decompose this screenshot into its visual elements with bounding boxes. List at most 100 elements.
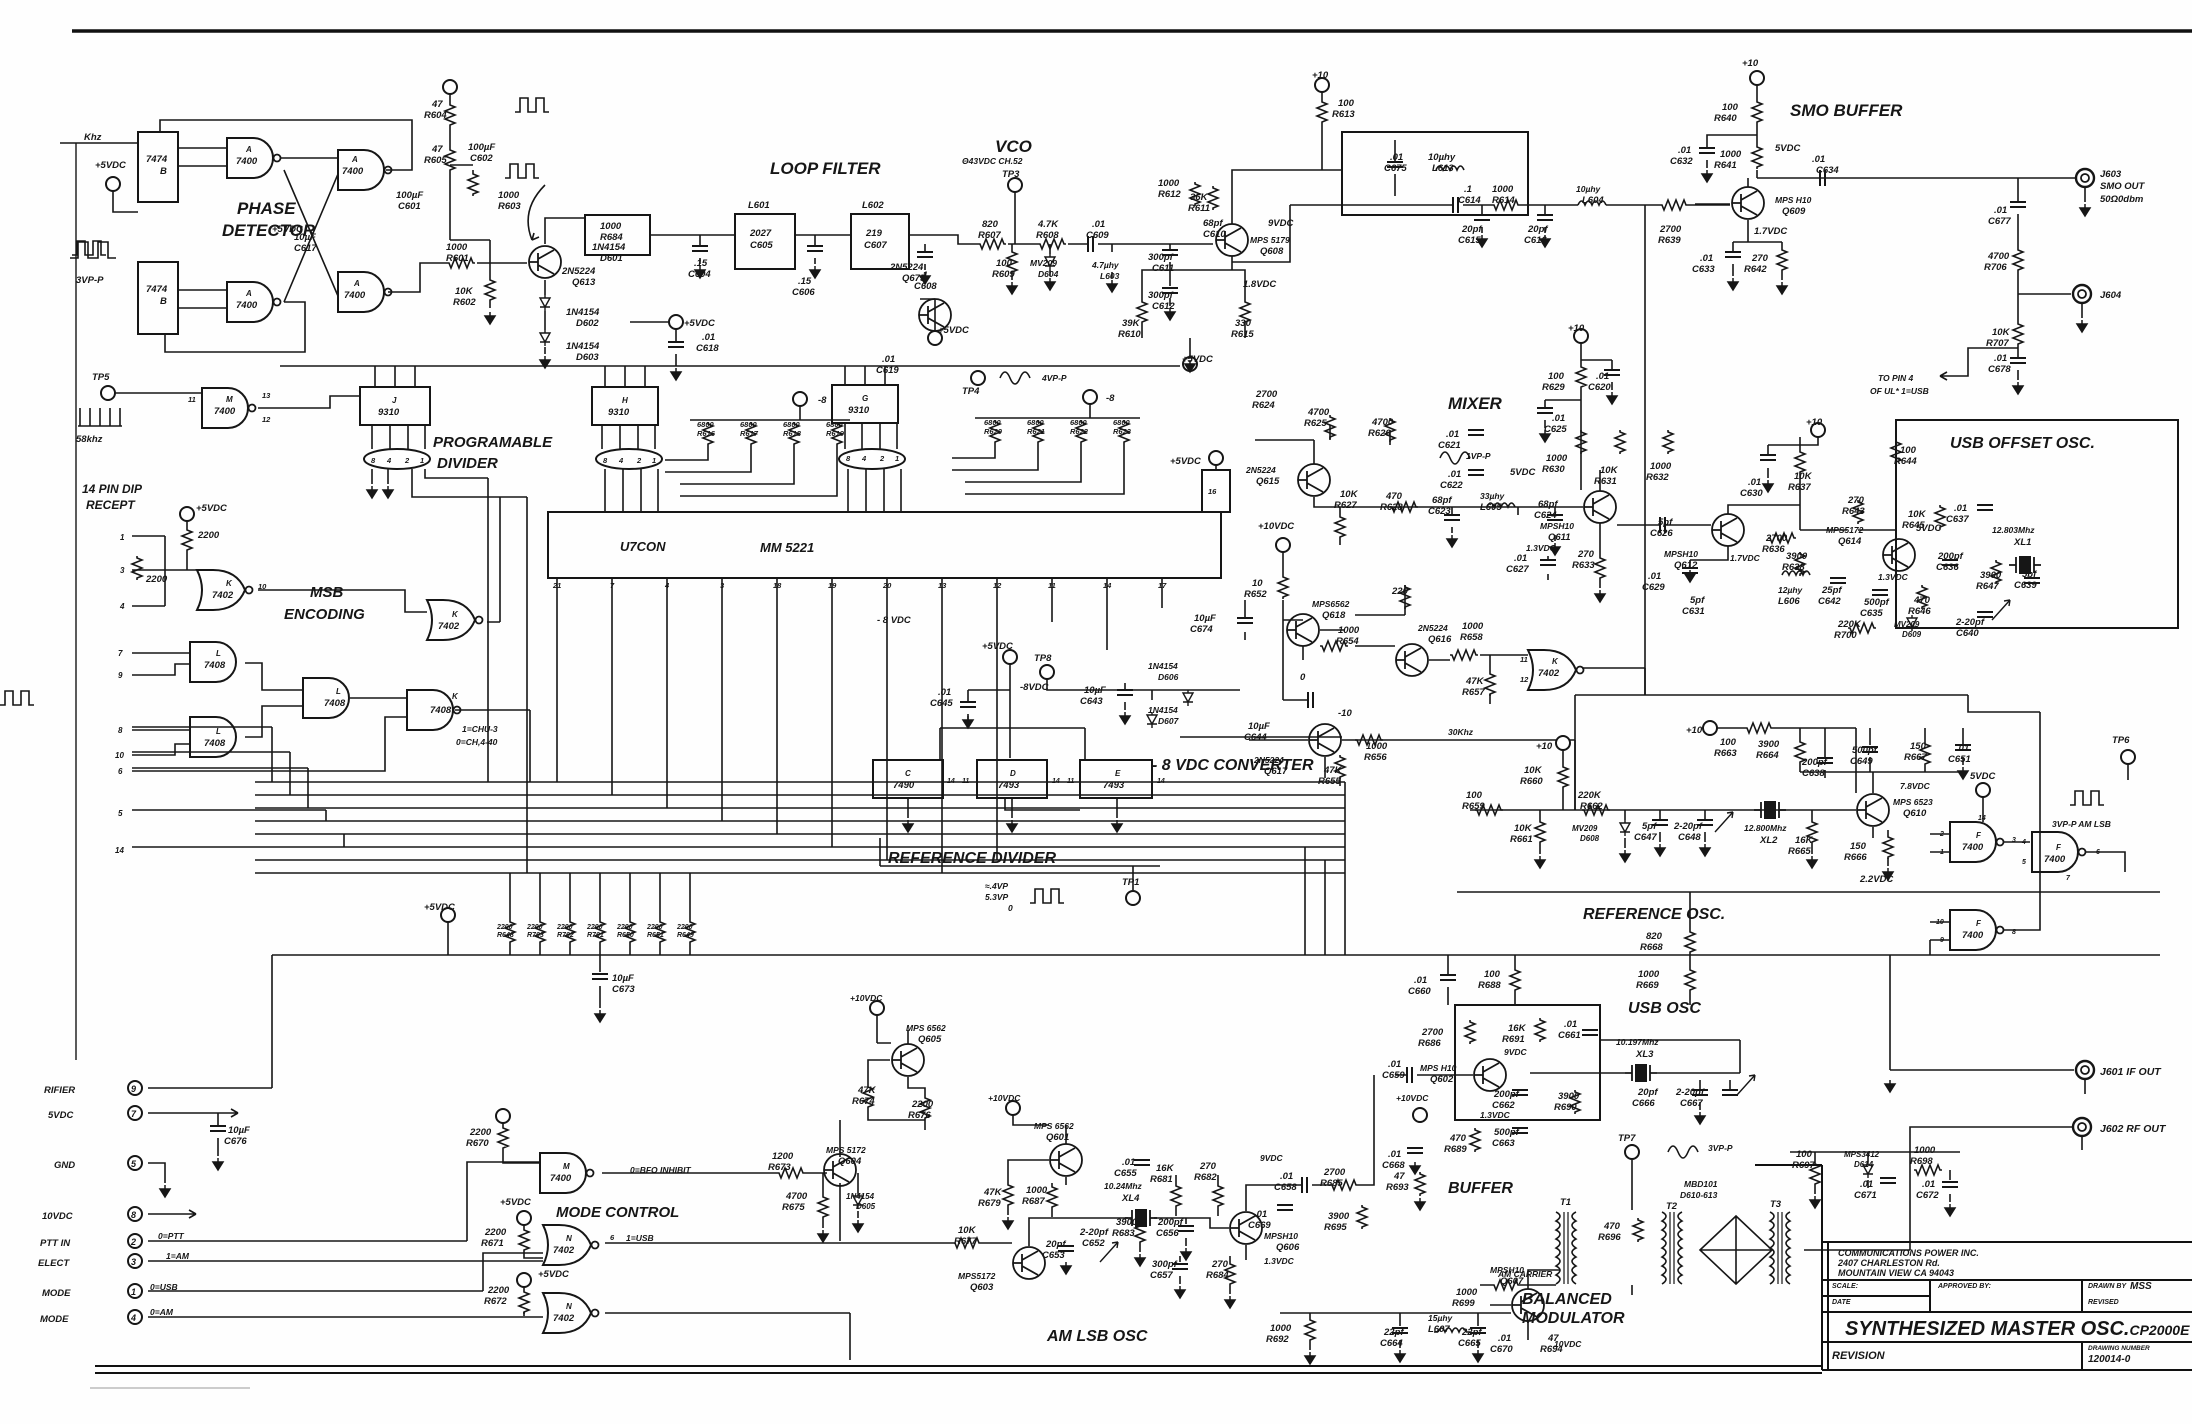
schematic-label: 219	[865, 228, 883, 239]
schematic-label: C676	[224, 1136, 247, 1147]
schematic-label: K	[1552, 657, 1559, 666]
capacitor-c678	[2009, 357, 2027, 364]
schematic-label: .1	[1464, 184, 1472, 195]
schematic-label: 1N4154	[1148, 661, 1178, 671]
schematic-label: 47	[1393, 1171, 1405, 1182]
schematic-label: C649	[1850, 756, 1873, 767]
company-address2: MOUNTAIN VIEW CA 94043	[1838, 1268, 1955, 1278]
schematic-label: C605	[750, 240, 773, 251]
schematic-label: R607	[978, 230, 1001, 241]
jack-j601	[2074, 1059, 2096, 1081]
schematic-label: C615	[1458, 235, 1481, 246]
schematic-label: 12	[262, 415, 271, 424]
schematic-label: C623	[1428, 506, 1451, 517]
resistor-r695	[1356, 1204, 1368, 1230]
schematic-label: R613	[1332, 109, 1355, 120]
resistor-r613	[1316, 99, 1328, 125]
schematic-label: MV209	[1030, 258, 1057, 268]
schematic-label: C601	[398, 201, 421, 212]
schematic-label: .15	[798, 276, 812, 287]
resistor-r707	[2012, 321, 2024, 347]
schematic-label: .01	[938, 687, 951, 698]
schematic-label: 21	[552, 581, 561, 590]
schematic-label: .01	[1700, 253, 1713, 264]
diode-d606	[1182, 689, 1194, 707]
schematic-label: 9	[131, 1084, 136, 1094]
schematic-label: J601 IF OUT	[2100, 1066, 2162, 1078]
schematic-label: R643	[1842, 506, 1865, 517]
schematic-label: MPS 5179	[1250, 235, 1290, 245]
schematic-label: Q603	[970, 1282, 994, 1293]
schematic-label: 2N5224	[561, 266, 596, 277]
schematic-label: R664	[1756, 750, 1779, 761]
schematic-label: 4	[861, 454, 867, 463]
schematic-label: C604	[688, 269, 711, 280]
schematic-label: 470	[1603, 1221, 1621, 1232]
schematic-label: 820	[1646, 931, 1663, 942]
schematic-label: .01	[1812, 154, 1825, 165]
schematic-label: +10VDC	[1396, 1093, 1429, 1103]
schematic-label: 3	[720, 581, 725, 590]
schematic-label: 7408	[324, 698, 346, 709]
schematic-label: C667	[1680, 1098, 1703, 1109]
resistor-r675	[817, 1194, 829, 1220]
schematic-label: 9310	[608, 407, 630, 418]
schematic-label: 6800	[1070, 418, 1088, 427]
schematic-label: .15	[694, 258, 708, 269]
schematic-label: 6800	[1027, 418, 1045, 427]
schematic-label: R670	[466, 1138, 489, 1149]
schematic-label: R656	[1364, 752, 1387, 763]
schematic-label: 5.3VP	[985, 892, 1008, 902]
schematic-label: 7400	[236, 156, 258, 167]
schematic-label: 68pf	[1432, 495, 1452, 506]
schematic-label: 2200	[586, 924, 603, 931]
schematic-label: R691	[1502, 1034, 1525, 1045]
schematic-label: R647	[1976, 581, 1999, 592]
schematic-label: 1000	[1546, 453, 1568, 464]
schematic-label: R615	[1231, 329, 1254, 340]
ic-9310-h	[591, 386, 659, 426]
schematic-label: 10K	[1514, 823, 1533, 834]
schematic-label: 270	[1577, 549, 1595, 560]
schematic-label: 270	[1751, 253, 1769, 264]
capacitor-c622	[1467, 469, 1485, 476]
schematic-label: D601	[600, 253, 623, 264]
schematic-label: R689	[1444, 1144, 1467, 1155]
resistor-r652	[1277, 574, 1289, 600]
schematic-label: R617	[740, 429, 759, 438]
transistor-q618	[1286, 613, 1320, 647]
schematic-label: 2200	[911, 1099, 934, 1110]
schematic-label: 10K	[1908, 509, 1927, 520]
schematic-label: 6	[610, 1233, 615, 1242]
schematic-label: C637	[1946, 514, 1969, 525]
schematic-label: 2	[1939, 831, 1944, 838]
schematic-label: 6800	[1113, 418, 1131, 427]
schematic-label: R642	[1744, 264, 1767, 275]
schematic-label: C677	[1988, 216, 2011, 227]
schematic-label: 1000	[1720, 149, 1742, 160]
schematic-label: L	[216, 649, 221, 658]
schematic-label: 2.2VDC	[1859, 874, 1893, 885]
schematic-label: 9	[1940, 937, 1944, 944]
schematic-label: 25pf	[1821, 585, 1842, 596]
schematic-label: C666	[1632, 1098, 1655, 1109]
schematic-label: R698	[1910, 1156, 1933, 1167]
schematic-label: C631	[1682, 606, 1705, 617]
schematic-label: 5	[118, 809, 123, 818]
schematic-label: Q613	[572, 277, 596, 288]
resistor-r631	[1614, 429, 1626, 455]
schematic-label: MPS 5172	[826, 1145, 866, 1155]
schematic-label: .01	[1122, 1157, 1135, 1168]
schematic-label: 0	[1008, 903, 1013, 913]
schematic-label: 2200	[197, 530, 220, 541]
schematic-label: 18	[773, 581, 782, 590]
schematic-label: 13	[262, 391, 271, 400]
schematic-label: .01	[1994, 205, 2007, 216]
schematic-label: R601	[446, 253, 469, 264]
schematic-label: 7.8VDC	[1900, 781, 1931, 791]
schematic-label: -8	[1106, 393, 1115, 404]
schematic-label: 7	[610, 581, 615, 590]
drawn-by: MSS	[2130, 1281, 2152, 1292]
schematic-label: 8	[371, 456, 376, 465]
schematic-label: 2200	[145, 574, 168, 585]
